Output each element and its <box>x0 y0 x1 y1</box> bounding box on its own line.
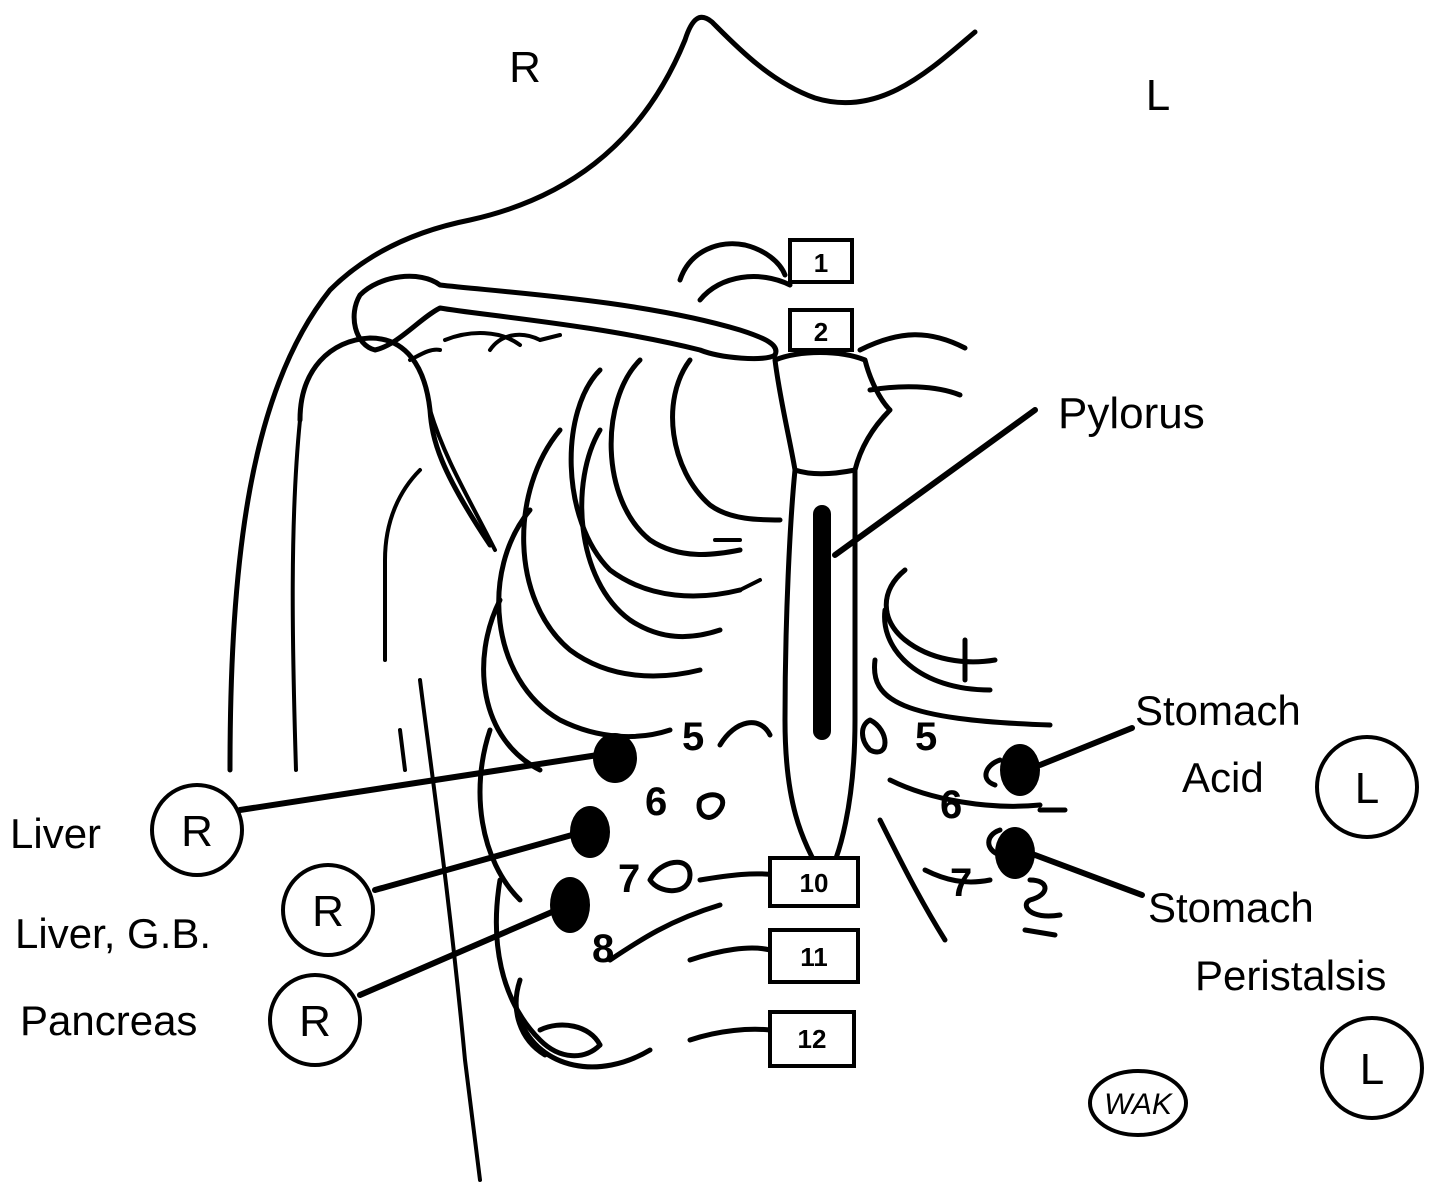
signature-seal: WAK <box>1088 1069 1188 1137</box>
shoulder-girdle <box>351 273 968 398</box>
badge-liver-gb <box>281 863 375 957</box>
side-badges: R R R L L <box>150 735 1424 1120</box>
label-stomach-peristalsis-line2: Peristalsis <box>1195 952 1386 999</box>
badge-stomach-acid <box>1315 735 1419 839</box>
vertebra-2-label: 2 <box>814 317 828 347</box>
leader-lines <box>237 407 1145 998</box>
vertebra-1 <box>788 238 854 284</box>
rib-number-right-6: 6 <box>645 780 667 824</box>
vertebra-2 <box>788 308 854 352</box>
rib-number-left-7: 7 <box>950 861 972 905</box>
reflex-point-liver <box>593 733 637 783</box>
leader-liver <box>237 752 601 813</box>
vertebra-12-label: 12 <box>798 1024 827 1054</box>
reflex-point-stomach-peristalsis <box>995 827 1035 879</box>
badge-stomach-peristalsis <box>1320 1016 1424 1120</box>
rib-number-right-8: 8 <box>592 927 614 971</box>
side-label-right: R <box>509 43 541 92</box>
reflex-point-liver-gb <box>570 806 610 858</box>
reflex-points <box>550 733 1040 933</box>
label-stomach-peristalsis-line1: Stomach <box>1148 884 1314 931</box>
badge-pancreas <box>268 973 362 1067</box>
vertebra-10-label: 10 <box>800 868 829 898</box>
leader-stomach-acid <box>1037 725 1135 768</box>
vertebra-11 <box>768 928 860 984</box>
left-rib-cage <box>860 567 1068 943</box>
badge-liver-text: R <box>181 807 213 856</box>
side-label-left: L <box>1146 71 1170 120</box>
leader-liver-gb <box>372 832 575 893</box>
vertebra-11-label: 11 <box>800 942 828 972</box>
vertebra-10 <box>768 856 860 908</box>
signature-text: WAK <box>1104 1088 1174 1121</box>
rib-numbers: 5 6 7 8 5 6 7 <box>592 715 972 971</box>
badge-liver <box>150 783 244 877</box>
label-stomach-acid-line1: Stomach <box>1135 687 1301 734</box>
badge-liver-gb-text: R <box>312 887 344 936</box>
label-pylorus: Pylorus <box>1058 389 1205 438</box>
reflex-point-stomach-acid <box>1000 744 1040 796</box>
leader-stomach-peristalsis <box>1032 852 1145 898</box>
rib-number-left-6: 6 <box>940 783 962 827</box>
leader-pancreas <box>357 909 555 998</box>
label-pancreas: Pancreas <box>20 997 197 1044</box>
right-rib-cage <box>477 241 793 1070</box>
leader-pylorus <box>832 407 1038 558</box>
rib-number-left-5: 5 <box>915 715 937 759</box>
badge-stomach-acid-text: L <box>1355 764 1379 813</box>
body-outline <box>227 15 978 1182</box>
vertebra-1-label: 1 <box>814 248 828 278</box>
vertebrae: 1 2 10 11 12 <box>768 238 860 1068</box>
vertebra-12 <box>768 1010 856 1068</box>
pylorus-marker <box>813 505 831 740</box>
reflex-point-pancreas <box>550 877 590 933</box>
badge-pancreas-text: R <box>299 997 331 1046</box>
label-liver: Liver <box>10 810 101 857</box>
sternum-spine <box>772 350 893 883</box>
label-stomach-acid-line2: Acid <box>1182 754 1264 801</box>
badge-stomach-peristalsis-text: L <box>1360 1045 1384 1094</box>
rib-number-right-7: 7 <box>618 857 640 901</box>
rib-number-right-5: 5 <box>682 715 704 759</box>
label-liver-gb: Liver, G.B. <box>15 910 211 957</box>
